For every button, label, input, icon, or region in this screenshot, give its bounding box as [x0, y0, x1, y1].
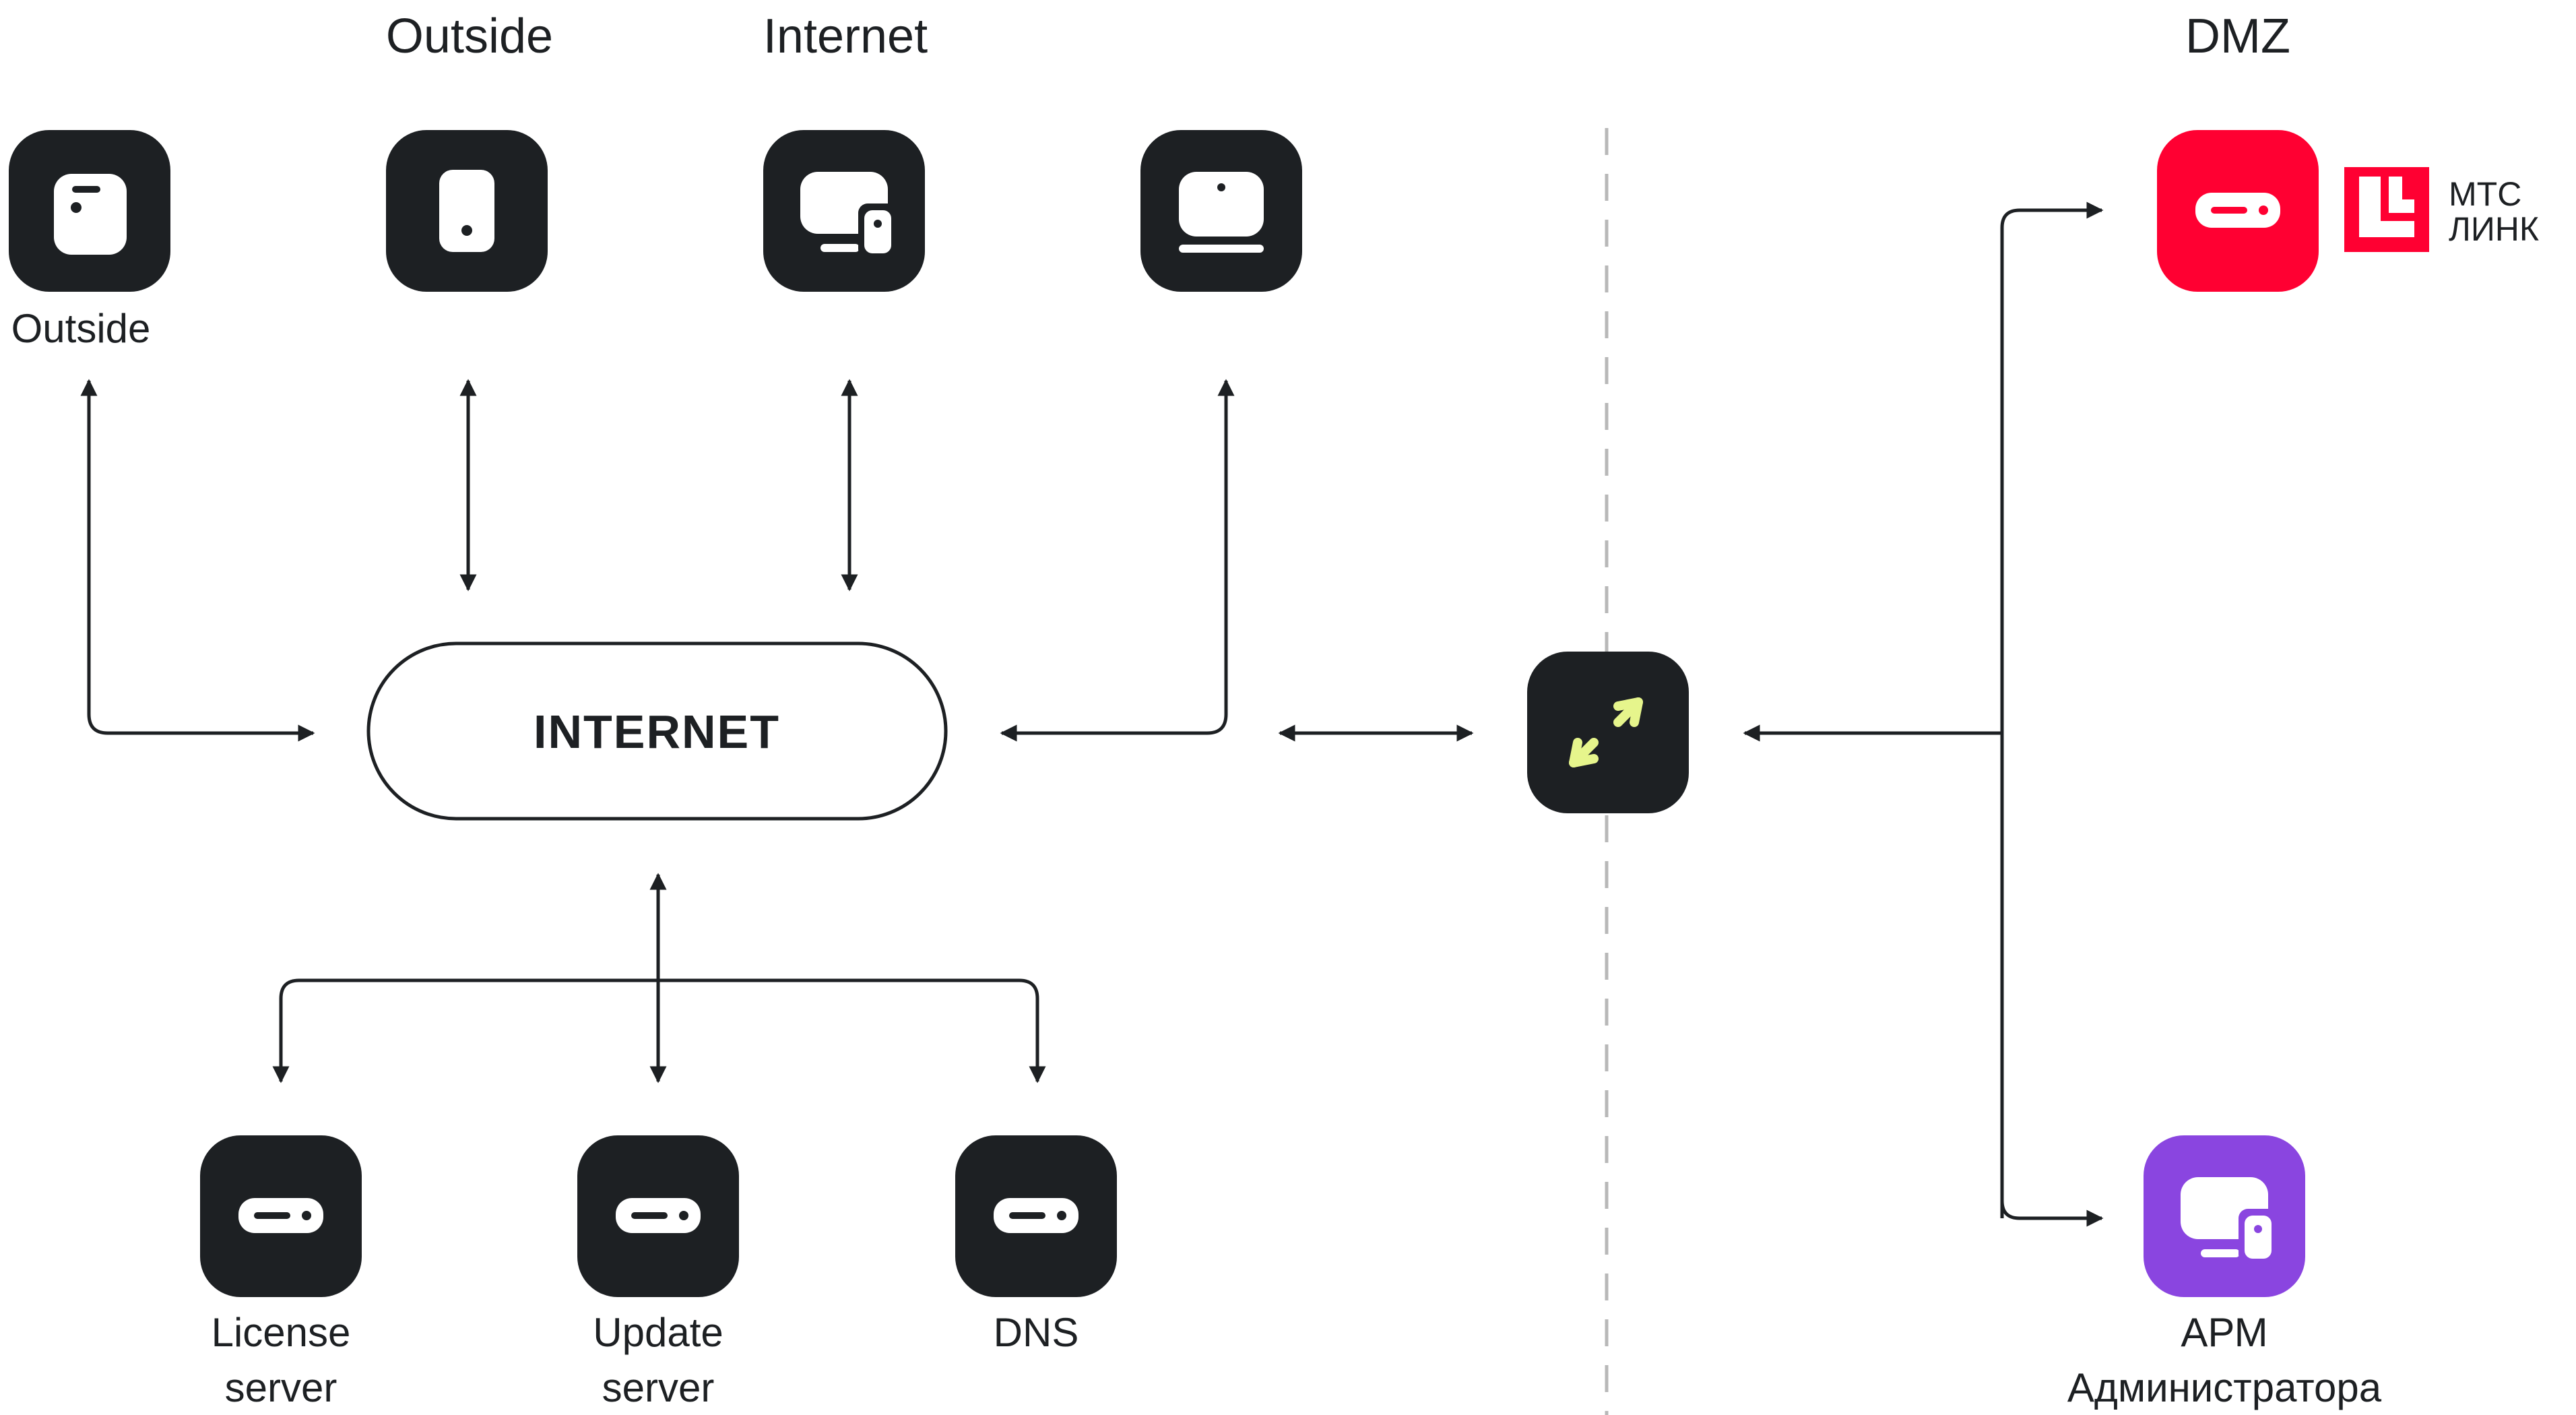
link-laptop-internet [1000, 379, 1235, 742]
mts-link-server-icon [2195, 193, 2280, 228]
label-update-server-line1: Update [593, 1310, 723, 1355]
expand-arrows-icon [1569, 697, 1643, 767]
server-icon [616, 1198, 701, 1233]
link-dmz-bus-mts [2000, 201, 2104, 1218]
node-internet-laptop [1140, 130, 1302, 292]
tile-gateway [1527, 652, 1689, 813]
label-internet-cloud: INTERNET [534, 705, 780, 758]
label-admin-line2: Администратора [2067, 1365, 2382, 1410]
label-license-server-line1: License [212, 1310, 351, 1355]
link-outside-device-internet [80, 379, 315, 742]
mts-link-logo: МТС ЛИНК [2344, 167, 2539, 252]
server-icon [238, 1198, 323, 1233]
node-license-server: License server [200, 1135, 362, 1410]
zone-label-outside: Outside [386, 9, 553, 63]
phone-device-icon [439, 170, 494, 252]
node-outside-device: Outside [9, 130, 170, 351]
zone-label-internet: Internet [763, 9, 928, 63]
node-admin-workstation: АРМ Администратора [2067, 1135, 2382, 1410]
node-gateway [1527, 652, 1689, 813]
node-internet-cloud: INTERNET [366, 641, 948, 821]
desktop-phone-icon [800, 172, 897, 259]
label-admin-line1: АРМ [2181, 1310, 2267, 1355]
node-mts-link: МТС ЛИНК [2157, 130, 2539, 292]
desktop-phone-icon [2181, 1177, 2278, 1264]
server-icon [994, 1198, 1078, 1233]
node-dns: DNS [955, 1135, 1117, 1355]
brand-line2: ЛИНК [2449, 210, 2539, 248]
link-dmz-bus-admin [2000, 733, 2104, 1227]
label-update-server-line2: server [602, 1365, 715, 1410]
node-update-server: Update server [577, 1135, 739, 1410]
label-license-server-line2: server [225, 1365, 337, 1410]
internet-pill [366, 641, 948, 821]
laptop-icon [1179, 172, 1264, 253]
zone-label-dmz: DMZ [2185, 9, 2290, 63]
tablet-device-icon [54, 174, 127, 255]
label-outside-device: Outside [11, 306, 151, 351]
node-outside-phone [386, 130, 548, 292]
label-dns: DNS [994, 1310, 1079, 1355]
link-servers-bus [272, 978, 1046, 1083]
node-internet-desktop [763, 130, 925, 292]
connectors [80, 201, 2104, 1227]
brand-line1: МТС [2449, 175, 2521, 213]
